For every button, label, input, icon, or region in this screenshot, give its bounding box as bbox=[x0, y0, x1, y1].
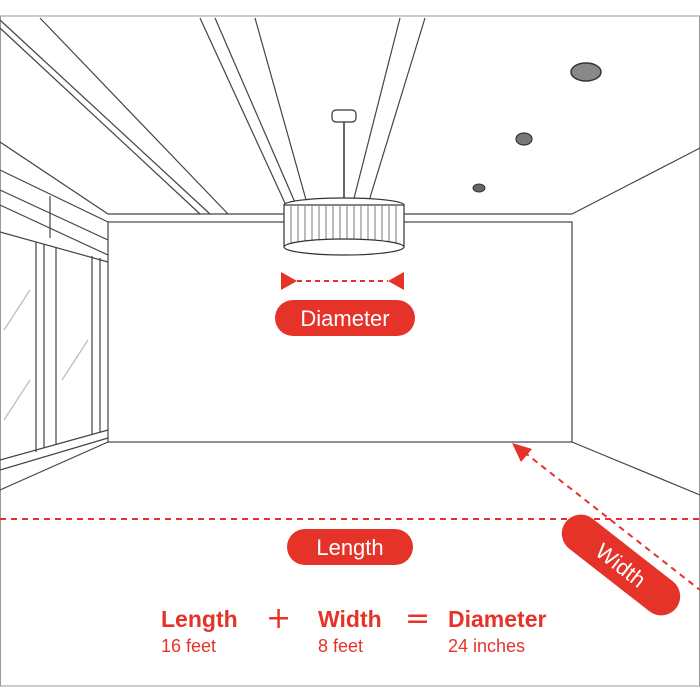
window-glare bbox=[61, 339, 89, 381]
window-frame bbox=[0, 231, 109, 263]
downlight-icon bbox=[570, 62, 602, 82]
beam-line bbox=[364, 17, 426, 215]
equals-sign: = bbox=[405, 601, 431, 636]
formula-term-value: 8 feet bbox=[318, 636, 364, 656]
beam-line bbox=[0, 19, 211, 215]
plus-sign: + bbox=[266, 601, 292, 636]
pendant-lamp-icon bbox=[283, 109, 405, 256]
floor-right-edge bbox=[571, 441, 700, 496]
window-frame bbox=[0, 429, 109, 461]
window-glare bbox=[3, 289, 31, 331]
beam-line bbox=[39, 17, 229, 215]
curtain-box bbox=[0, 189, 109, 241]
downlight-icon bbox=[472, 183, 486, 193]
formula-term-name: Width bbox=[318, 606, 382, 632]
width-dashed-line bbox=[523, 451, 700, 591]
beam-line bbox=[349, 17, 401, 215]
beam-line bbox=[0, 27, 201, 215]
size-formula: Length 16 feet + Width 8 feet = Diameter… bbox=[0, 600, 700, 670]
formula-term-value: 24 inches bbox=[448, 636, 526, 656]
beam-line bbox=[199, 17, 291, 215]
arrow-up-left-icon bbox=[512, 443, 532, 462]
beam-line bbox=[254, 17, 311, 215]
width-pill bbox=[561, 514, 681, 616]
length-label: Length bbox=[316, 535, 383, 560]
formula-term-diameter: Diameter 24 inches bbox=[448, 604, 546, 658]
formula-term-value: 16 feet bbox=[161, 636, 217, 656]
floor-left-edge bbox=[0, 441, 109, 491]
diameter-pill bbox=[275, 300, 415, 336]
left-wall-upper bbox=[0, 169, 109, 223]
formula-term-name: Diameter bbox=[448, 606, 547, 632]
arrow-right-icon bbox=[388, 272, 404, 290]
length-pill bbox=[287, 529, 413, 565]
diameter-marker bbox=[281, 272, 404, 290]
lamp-canopy bbox=[331, 109, 357, 123]
arrow-left-icon bbox=[281, 272, 297, 290]
curtain-box bbox=[0, 204, 109, 256]
beam-line bbox=[214, 17, 301, 215]
formula-term-name: Length bbox=[161, 606, 238, 632]
formula-term-length: Length 16 feet bbox=[161, 604, 238, 658]
downlights bbox=[472, 62, 602, 193]
formula-term-width: Width 8 feet bbox=[318, 604, 382, 658]
room-lines bbox=[0, 17, 700, 496]
window-frame bbox=[0, 437, 109, 471]
window-glare bbox=[3, 379, 31, 421]
ceiling-right-edge bbox=[571, 147, 700, 215]
downlight-icon bbox=[515, 132, 533, 146]
ceiling-left-edge bbox=[0, 141, 109, 215]
diameter-label: Diameter bbox=[300, 306, 389, 331]
lamp-shade-bottom bbox=[283, 238, 405, 256]
